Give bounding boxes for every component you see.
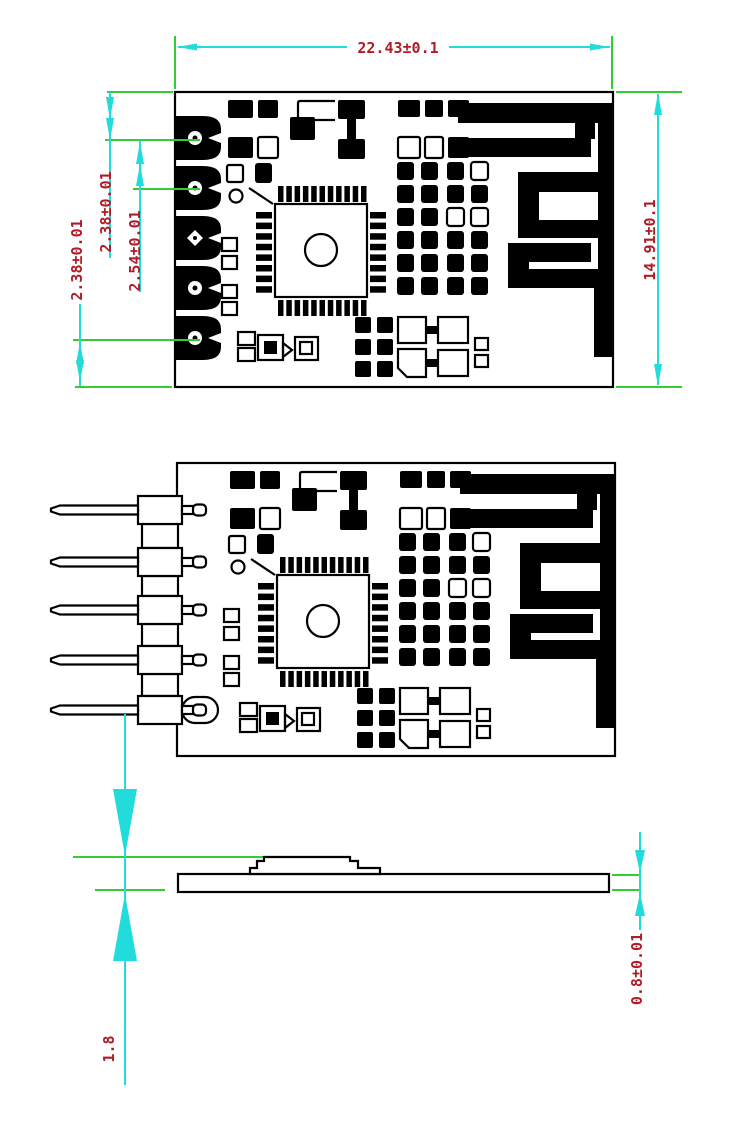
dim-edge-to-pin1: 2.38±0.01 [97,91,200,258]
dim-overall-height: 1.8 [100,714,137,1085]
dim-pin5-to-edge-label: 2.38±0.01 [68,219,86,300]
dim-board-width-label: 22.43±0.1 [357,39,438,57]
pcb-side-profile [176,872,611,894]
dim-board-height-label: 14.91±0.1 [641,199,659,280]
component-profile [248,855,382,876]
module-with-header-view [49,461,617,758]
side-profile-view [73,855,640,894]
dim-edge-to-pin1-label: 2.38±0.01 [97,171,115,252]
dim-board-thickness-label: 0.8±0.01 [628,933,646,1005]
dim-board-width: 22.43±0.1 [174,36,613,89]
dim-board-thickness: 0.8±0.01 [628,832,646,1005]
dim-pin-pitch-label: 2.54±0.01 [126,210,144,291]
dim-pin5-to-edge: 2.38±0.01 [68,219,200,388]
dim-board-height: 14.91±0.1 [616,91,682,388]
dim-overall-height-label: 1.8 [100,1035,118,1062]
dim-pin-pitch: 2.54±0.01 [126,140,200,292]
pin-header [136,494,184,726]
top-view [173,90,615,389]
header-pins [49,503,208,717]
